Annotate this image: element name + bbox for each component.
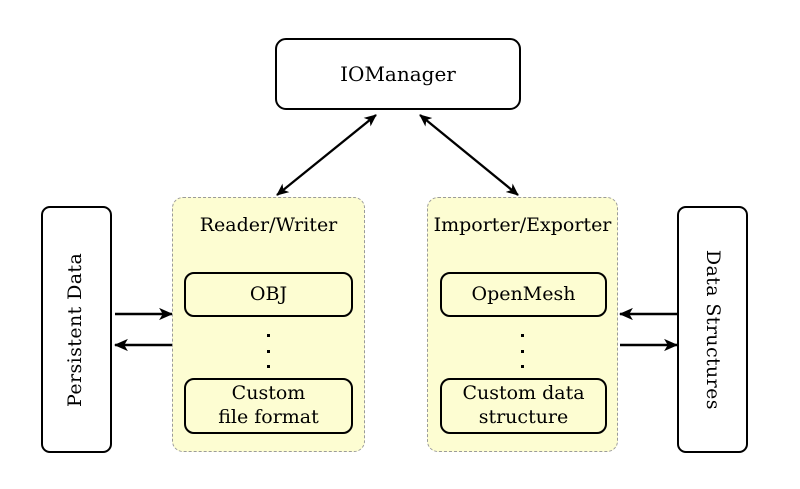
ellipsis-dot	[520, 349, 524, 353]
ellipsis-dot	[520, 334, 524, 337]
custom-data-structure-line-2: structure	[478, 406, 569, 428]
persistent-data-label: Persistent Data	[64, 252, 87, 407]
data-structures-label: Data Structures	[702, 249, 725, 410]
node-io-manager[interactable]: IOManager	[275, 38, 521, 110]
custom-file-format-label: Custom file format	[218, 382, 319, 430]
custom-data-structure-line-1: Custom data	[462, 382, 585, 405]
openmesh-label: OpenMesh	[471, 282, 576, 305]
io-manager-label: IOManager	[340, 61, 456, 86]
ellipsis-dot	[266, 334, 270, 337]
node-custom-data-structure[interactable]: Custom data structure	[440, 378, 607, 434]
ellipsis-importer-exporter	[515, 334, 529, 368]
obj-label: OBJ	[249, 282, 288, 305]
custom-file-format-line-1: Custom	[231, 382, 306, 405]
node-persistent-data[interactable]: Persistent Data	[41, 206, 112, 453]
custom-data-structure-label: Custom data structure	[462, 382, 584, 430]
ellipsis-dot	[520, 365, 524, 368]
ellipsis-reader-writer	[261, 334, 275, 368]
group-title-importer-exporter: Importer/Exporter	[433, 214, 612, 236]
ellipsis-dot	[266, 365, 270, 368]
arrow-manager-readerwriter	[276, 114, 377, 196]
ellipsis-dot	[266, 349, 270, 353]
node-data-structures[interactable]: Data Structures	[677, 206, 748, 453]
custom-file-format-line-2: file format	[218, 406, 319, 428]
node-openmesh[interactable]: OpenMesh	[440, 272, 607, 317]
group-title-reader-writer: Reader/Writer	[199, 214, 338, 236]
node-custom-file-format[interactable]: Custom file format	[184, 378, 353, 434]
arrow-manager-importerexporter	[419, 114, 519, 196]
node-obj[interactable]: OBJ	[184, 272, 353, 317]
